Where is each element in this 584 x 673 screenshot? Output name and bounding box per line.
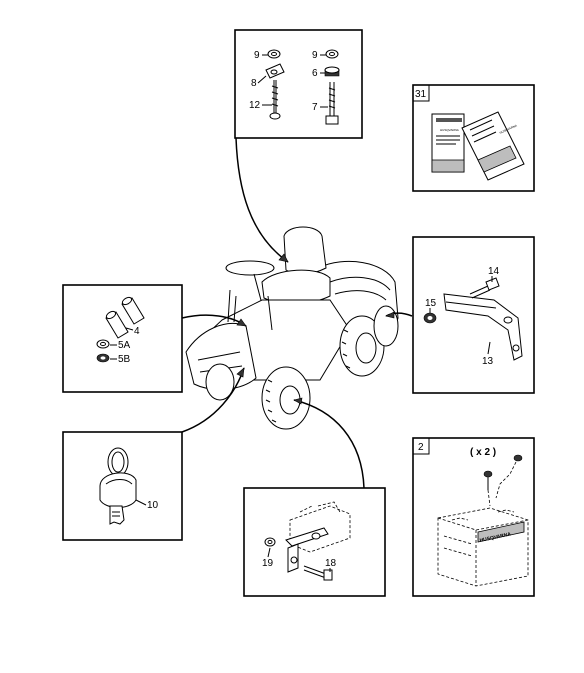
- part-number-4: 4: [134, 326, 140, 337]
- washer-icon: [267, 49, 281, 59]
- battery-icon: [437, 507, 529, 587]
- seat-back: [283, 226, 327, 275]
- part-number-14: 14: [488, 266, 500, 277]
- hold-down-panel: 19 18: [243, 487, 386, 597]
- part-number-5b: 5B: [118, 354, 131, 365]
- battery-panel: 2 ( x 2 ) HUSQVARNA: [412, 437, 535, 597]
- quantity-label: ( x 2 ): [470, 447, 496, 458]
- washer-icon: [325, 49, 339, 59]
- manual-logo: HUSQVARNA: [499, 124, 518, 135]
- manual-logo: HUSQVARNA: [440, 128, 459, 132]
- part-number-5a: 5A: [118, 340, 131, 351]
- bolt-icon: [323, 569, 333, 581]
- part-number-13: 13: [482, 356, 494, 367]
- rear-wheel-left: [373, 305, 399, 347]
- washer-icon: [96, 339, 110, 349]
- part-number-12: 12: [249, 100, 261, 111]
- part-number-9b: 9: [312, 50, 318, 61]
- riding-mower-illustration: [185, 226, 399, 430]
- manuals-panel: 31 HUSQVARNA HUSQVARNA: [412, 84, 535, 192]
- mounting-bracket-icon: [443, 293, 523, 361]
- part-number-19: 19: [262, 558, 274, 569]
- part-number-9a: 9: [254, 50, 260, 61]
- screw-icon: [269, 112, 281, 120]
- part-number-2: 2: [418, 442, 424, 453]
- bolt-icon: [485, 277, 500, 291]
- leader-lines: [181, 137, 413, 489]
- bolt-icon: [325, 115, 339, 125]
- part-number-10: 10: [147, 500, 159, 511]
- front-wheel-right: [261, 366, 311, 430]
- steering-wheel: [225, 260, 275, 276]
- part-number-8: 8: [251, 78, 257, 89]
- seat-cushion: [261, 269, 331, 305]
- part-number-15: 15: [425, 298, 437, 309]
- part-number-7: 7: [312, 102, 318, 113]
- front-wheel-left: [205, 363, 235, 401]
- hold-down-bracket-icon: [285, 527, 329, 547]
- ignition-key-icon: [99, 472, 137, 508]
- terminal-screw-icon: [483, 470, 493, 478]
- key-panel: 10: [62, 431, 183, 541]
- washer-icon: [264, 537, 276, 547]
- part-number-31: 31: [415, 89, 427, 100]
- part-number-6: 6: [312, 68, 318, 79]
- bracket-panel: 14 15 13: [412, 236, 535, 394]
- part-number-18: 18: [325, 558, 337, 569]
- pins-panel: 4 5A 5B: [62, 284, 183, 393]
- terminal-screw-icon: [513, 454, 523, 462]
- hardware-panel: 9 8 12 9 6 7: [234, 29, 363, 139]
